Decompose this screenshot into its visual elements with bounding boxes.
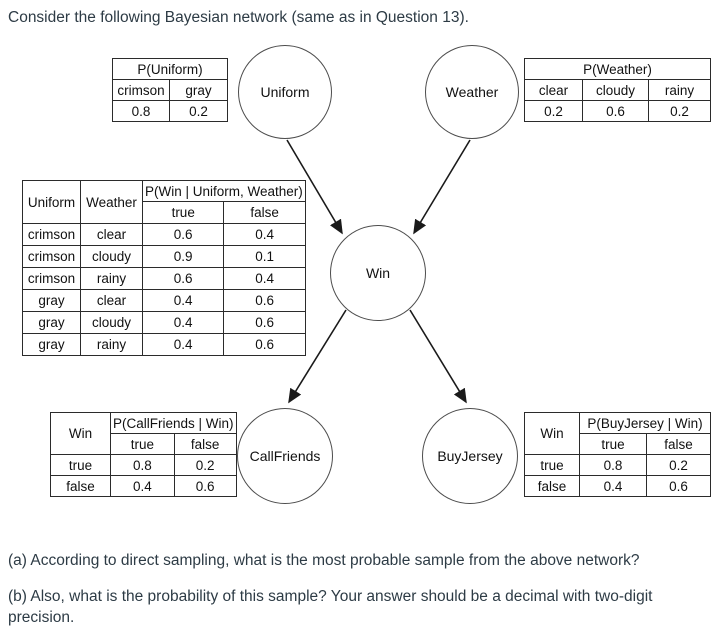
- subheader-true: true: [110, 433, 175, 455]
- question-a: (a) According to direct sampling, what i…: [8, 552, 640, 569]
- col-header-uniform: Uniform: [22, 180, 81, 224]
- subheader-true: true: [579, 433, 647, 455]
- node-win: Win: [330, 225, 426, 321]
- table-row: crimson rainy 0.6 0.4: [22, 267, 306, 290]
- table-row: false 0.4 0.6: [524, 475, 711, 497]
- table-row: true 0.8 0.2: [524, 454, 711, 476]
- table-p-win: Uniform Weather P(Win | Uniform, Weather…: [22, 180, 306, 356]
- value-gray: 0.2: [169, 100, 228, 122]
- table-row: gray cloudy 0.4 0.6: [22, 311, 306, 334]
- node-uniform: Uniform: [238, 45, 332, 139]
- table-row: crimson cloudy 0.9 0.1: [22, 245, 306, 268]
- value-clear: 0.2: [524, 100, 583, 122]
- question-b: (b) Also, what is the probability of thi…: [8, 588, 653, 626]
- table-p-buyjersey: Win P(BuyJersey | Win) true false true 0…: [524, 412, 711, 497]
- header-clear: clear: [524, 79, 583, 101]
- value-rainy: 0.2: [648, 100, 711, 122]
- node-callfriends-label: CallFriends: [249, 448, 321, 464]
- table-row: false 0.4 0.6: [50, 475, 237, 497]
- page-title: Consider the following Bayesian network …: [8, 9, 469, 26]
- edge-win-to-buyjersey: [409, 309, 467, 404]
- col-header-win: Win: [524, 412, 580, 455]
- value-cloudy: 0.6: [582, 100, 649, 122]
- node-buyjersey-label: BuyJersey: [437, 448, 503, 464]
- table-row: gray rainy 0.4 0.6: [22, 333, 306, 356]
- node-weather-label: Weather: [445, 84, 499, 100]
- table-p-buyjersey-title: P(BuyJersey | Win): [579, 412, 711, 434]
- table-row: crimson clear 0.6 0.4: [22, 223, 306, 246]
- subheader-true: true: [141, 201, 225, 224]
- edge-weather-to-win: [413, 139, 471, 235]
- table-p-win-title: P(Win | Uniform, Weather): [142, 180, 306, 202]
- table-p-uniform: P(Uniform) crimson gray 0.8 0.2: [112, 58, 228, 122]
- node-weather: Weather: [425, 45, 519, 139]
- subheader-false: false: [223, 201, 306, 224]
- node-uniform-label: Uniform: [260, 84, 310, 100]
- value-crimson: 0.8: [112, 100, 170, 122]
- subheader-false: false: [173, 433, 237, 455]
- header-rainy: rainy: [648, 79, 711, 101]
- node-callfriends: CallFriends: [237, 408, 333, 504]
- table-p-callfriends-title: P(CallFriends | Win): [110, 412, 237, 434]
- node-buyjersey: BuyJersey: [422, 408, 518, 504]
- table-p-weather-title: P(Weather): [524, 58, 711, 80]
- table-row: gray clear 0.4 0.6: [22, 289, 306, 312]
- header-crimson: crimson: [112, 79, 170, 101]
- table-p-uniform-title: P(Uniform): [112, 58, 228, 80]
- header-cloudy: cloudy: [582, 79, 649, 101]
- subheader-false: false: [646, 433, 711, 455]
- col-header-win: Win: [50, 412, 111, 455]
- table-row: true 0.8 0.2: [50, 454, 237, 476]
- col-header-weather: Weather: [80, 180, 143, 224]
- node-win-label: Win: [365, 265, 391, 281]
- header-gray: gray: [169, 79, 228, 101]
- table-p-callfriends: Win P(CallFriends | Win) true false true…: [50, 412, 237, 497]
- table-p-weather: P(Weather) clear cloudy rainy 0.2 0.6 0.…: [524, 58, 711, 122]
